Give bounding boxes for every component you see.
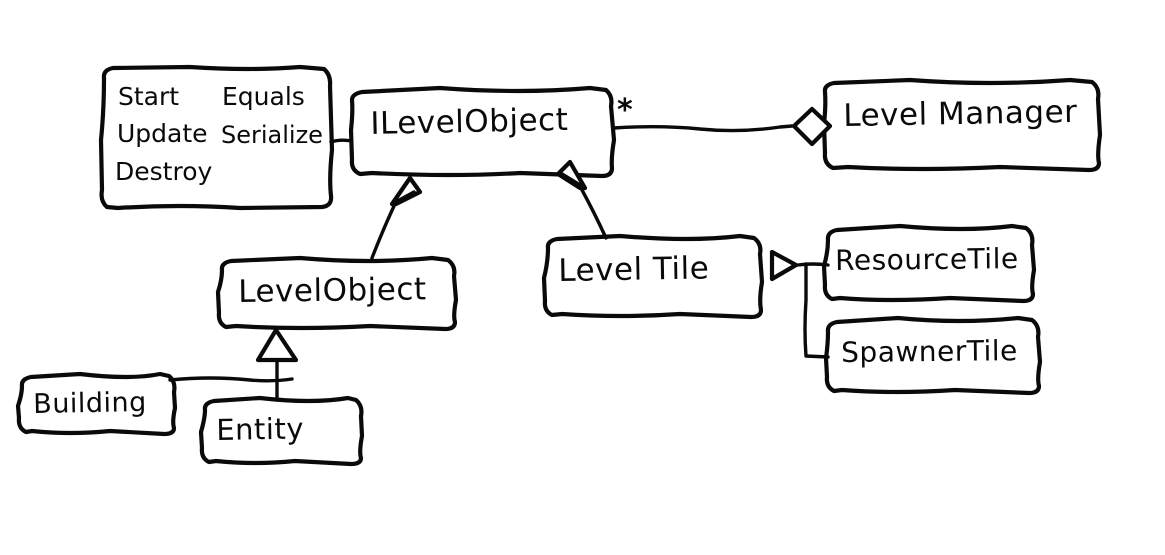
class-box-levelobject[interactable] [215,255,459,332]
note-box-shape [98,64,335,211]
class-label-ilevelobject: ILevelObject [370,101,569,142]
realization-levelobject-ilevelobject [370,175,423,260]
class-box-levelmanager[interactable] [821,77,1103,173]
class-label-resourcetile: ResourceTile [835,242,1019,277]
class-box-building[interactable] [15,371,178,437]
class-box-spawnertile[interactable] [823,315,1043,396]
note-line-2-right: Serialize [221,121,323,149]
class-label-building: Building [33,387,148,420]
class-label-levelmanager: Level Manager [843,93,1078,134]
class-box-ilevelobject[interactable] [348,85,617,179]
generalization-subclasses-levelobject [168,327,299,402]
class-label-levelobject: LevelObject [238,271,427,310]
note-line-3-left: Destroy [115,157,213,186]
class-label-entity: Entity [216,411,305,447]
note-anchor-line [329,138,354,144]
class-box-entity[interactable] [198,395,365,467]
note-line-2-left: Update [117,119,208,148]
class-box-leveltile[interactable] [541,233,765,320]
generalization-tiles-leveltile [769,249,830,359]
class-label-spawnertile: SpawnerTile [841,334,1018,369]
multiplicity-star-label: * [617,93,633,128]
class-label-leveltile: Level Tile [558,250,710,289]
association-ilevelobject-levelmanager [612,106,833,147]
note-line-1-left: Start [118,82,180,111]
realization-leveltile-ilevelobject [555,159,608,240]
class-box-resourcetile[interactable] [821,223,1037,304]
note-line-1-right: Equals [222,82,305,111]
